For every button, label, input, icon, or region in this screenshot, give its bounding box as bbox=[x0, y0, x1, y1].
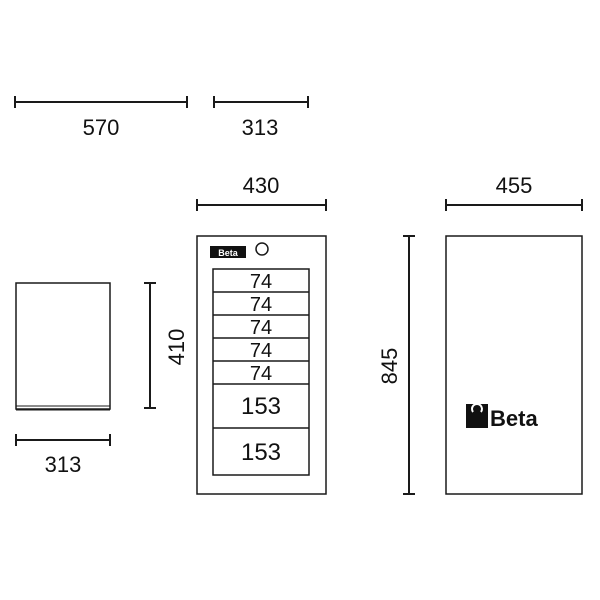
dimension-label-845: 845 bbox=[377, 348, 402, 385]
lock-icon bbox=[255, 242, 269, 256]
drawer-label-1: 74 bbox=[250, 271, 272, 293]
front-view-cabinet: Beta 74 74 74 74 74 153 153 bbox=[196, 235, 327, 495]
beta-logo-large-text: Beta bbox=[490, 406, 538, 431]
drawer-dividers bbox=[213, 291, 309, 429]
dimension-313-top: 313 bbox=[213, 96, 309, 140]
dimension-410: 410 bbox=[144, 282, 189, 409]
dimension-label-455: 455 bbox=[496, 173, 533, 198]
dimension-label-313-bottom: 313 bbox=[45, 452, 82, 477]
dimension-455: 455 bbox=[445, 173, 583, 211]
side-view-cabinet: Beta bbox=[445, 235, 583, 495]
beta-logo-large: Beta bbox=[466, 403, 538, 431]
beta-logo-small: Beta bbox=[210, 246, 246, 258]
dimension-label-430: 430 bbox=[243, 173, 280, 198]
drawer-label-3: 74 bbox=[250, 317, 272, 339]
dimension-313-bottom: 313 bbox=[15, 434, 111, 477]
dimension-label-570: 570 bbox=[83, 115, 120, 140]
dimension-845: 845 bbox=[377, 235, 415, 495]
drawer-label-4: 74 bbox=[250, 340, 272, 362]
beta-logo-small-text: Beta bbox=[218, 248, 239, 258]
dimension-430: 430 bbox=[196, 173, 327, 211]
drawer-label-2: 74 bbox=[250, 294, 272, 316]
drawer-label-7: 153 bbox=[241, 439, 281, 466]
side-view-small bbox=[15, 282, 111, 411]
dimension-label-313-top: 313 bbox=[242, 115, 279, 140]
drawer-label-6: 153 bbox=[241, 393, 281, 420]
drawer-label-5: 74 bbox=[250, 363, 272, 385]
dimension-570: 570 bbox=[14, 96, 188, 140]
dimension-label-410: 410 bbox=[164, 329, 189, 366]
